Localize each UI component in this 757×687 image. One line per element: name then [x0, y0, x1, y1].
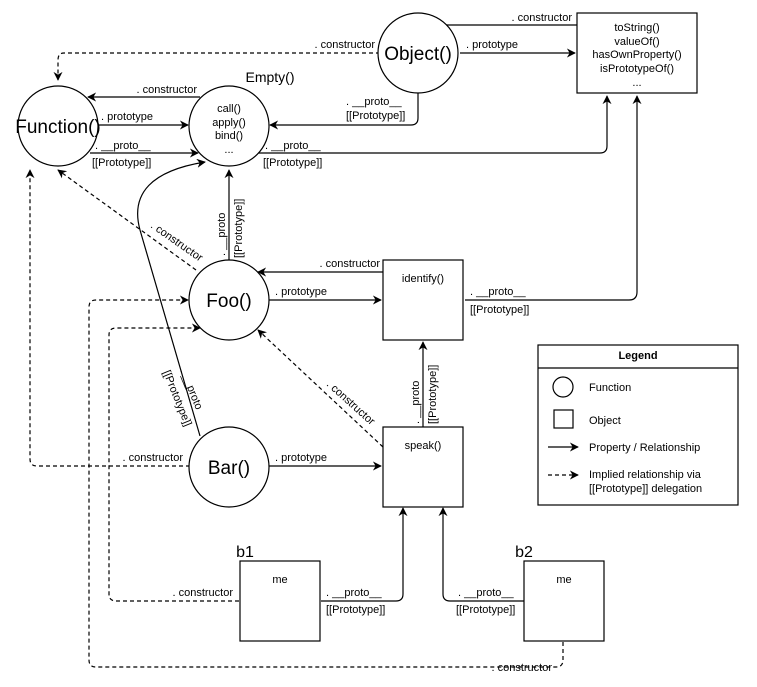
label-proto: . __proto__ [470, 286, 527, 298]
label-prototype: . prototype [466, 39, 518, 51]
label-constructor: . constructor [319, 258, 380, 270]
node-title: Foo() [206, 291, 251, 312]
label-constructor: . constructor [491, 662, 552, 674]
label-prototype: . prototype [275, 452, 327, 464]
node-title: Function() [15, 117, 101, 138]
label-constructor: . constructor [511, 12, 572, 24]
function-circle [188, 426, 270, 508]
node-function-constructor[interactable]: Function() [15, 85, 101, 167]
label-proto: . __proto__ [326, 587, 383, 599]
edge-labels: . constructor . prototype . constructor … [92, 12, 572, 674]
legend-label: Implied relationship via [589, 469, 702, 481]
edge-b2-proto-barproto [438, 507, 524, 602]
label-constructor: . constructor [148, 220, 205, 265]
legend-circle-icon [552, 376, 574, 398]
member: ... [224, 144, 233, 156]
label-constructor: . constructor [324, 378, 377, 428]
member: ... [632, 77, 641, 89]
member: hasOwnProperty() [592, 49, 681, 61]
object-box [523, 560, 605, 642]
member: identify() [402, 273, 444, 285]
node-object-prototype[interactable]: toString() valueOf() hasOwnProperty() is… [576, 12, 698, 94]
label-prototype-internal: [[Prototype]] [456, 604, 515, 616]
label-constructor: . constructor [314, 39, 375, 51]
object-box [382, 426, 464, 508]
label-prototype-internal: [[Prototype]] [346, 110, 405, 122]
edge-b2-constructor-foo [88, 295, 564, 668]
node-title: b1 [236, 544, 254, 561]
object-box [576, 12, 698, 94]
node-b2[interactable]: b2 me [515, 544, 605, 642]
node-bar-constructor[interactable]: Bar() [188, 426, 270, 508]
label-constructor: . constructor [122, 452, 183, 464]
label-prototype-internal: [[Prototype]] [233, 199, 245, 258]
member: speak() [405, 440, 442, 452]
edge-b1-constructor-foo [108, 323, 239, 602]
function-circle [188, 259, 270, 341]
label-prototype-internal: [[Prototype]] [470, 304, 529, 316]
edge-bar-constructor-function [25, 169, 190, 467]
edge-empty-proto-objproto [258, 95, 612, 154]
object-box [382, 259, 464, 341]
node-title: Bar() [208, 458, 250, 479]
node-title: Object() [384, 44, 452, 65]
node-b1[interactable]: b1 me [236, 544, 321, 642]
edge-fooproto-proto-objproto [465, 95, 642, 301]
node-foo-prototype[interactable]: identify() [382, 259, 464, 341]
edge-foo-constructor-function [57, 169, 197, 271]
node-title: b2 [515, 544, 533, 561]
legend-square-icon [553, 409, 574, 429]
edge-b1-proto-barproto [321, 507, 408, 602]
label-prototype: . prototype [275, 286, 327, 298]
edge-barproto-constructor-foo [257, 329, 384, 448]
label-proto: . __proto [410, 381, 422, 424]
member: call() [217, 103, 241, 115]
member: isPrototypeOf() [600, 63, 674, 75]
label-proto: . __proto [216, 213, 228, 256]
label-constructor: . constructor [172, 587, 233, 599]
label-proto: . __proto__ [95, 140, 152, 152]
label-prototype-internal: [[Prototype]] [263, 157, 322, 169]
object-box [239, 560, 321, 642]
member: me [556, 574, 571, 586]
label-prototype-internal: [[Prototype]] [92, 157, 151, 169]
member: bind() [215, 130, 243, 142]
function-circle [17, 85, 99, 167]
legend-title: Legend [618, 350, 657, 362]
label-constructor: . constructor [136, 84, 197, 96]
node-title: Empty() [246, 69, 295, 85]
member: toString() [614, 22, 659, 34]
legend-label: Function [589, 382, 631, 394]
edge-object-constructor-function [53, 52, 380, 81]
label-proto: . __proto__ [346, 96, 403, 108]
member: me [272, 574, 287, 586]
legend: Legend Function Object Property / Relati… [537, 344, 739, 506]
label-proto: . __proto__ [265, 140, 322, 152]
edges [25, 20, 642, 668]
function-circle [188, 85, 270, 167]
function-circle [377, 12, 459, 94]
label-prototype: . prototype [101, 111, 153, 123]
member: apply() [212, 117, 246, 129]
label-proto: . __proto__ [458, 587, 515, 599]
member: valueOf() [614, 36, 659, 48]
label-prototype-internal: [[Prototype]] [427, 365, 439, 424]
edge-bar-proto-empty [137, 158, 206, 437]
node-object-constructor[interactable]: Object() [377, 12, 459, 94]
node-foo-constructor[interactable]: Foo() [188, 259, 270, 341]
legend-label: [[Prototype]] delegation [589, 483, 702, 495]
edge-object-proto-empty [269, 90, 419, 130]
node-empty-function[interactable]: Empty() call() apply() bind() ... [188, 69, 295, 167]
label-prototype-internal: [[Prototype]] [326, 604, 385, 616]
node-bar-prototype[interactable]: speak() [382, 426, 464, 508]
legend-label: Property / Relationship [589, 442, 700, 454]
legend-label: Object [589, 415, 621, 427]
